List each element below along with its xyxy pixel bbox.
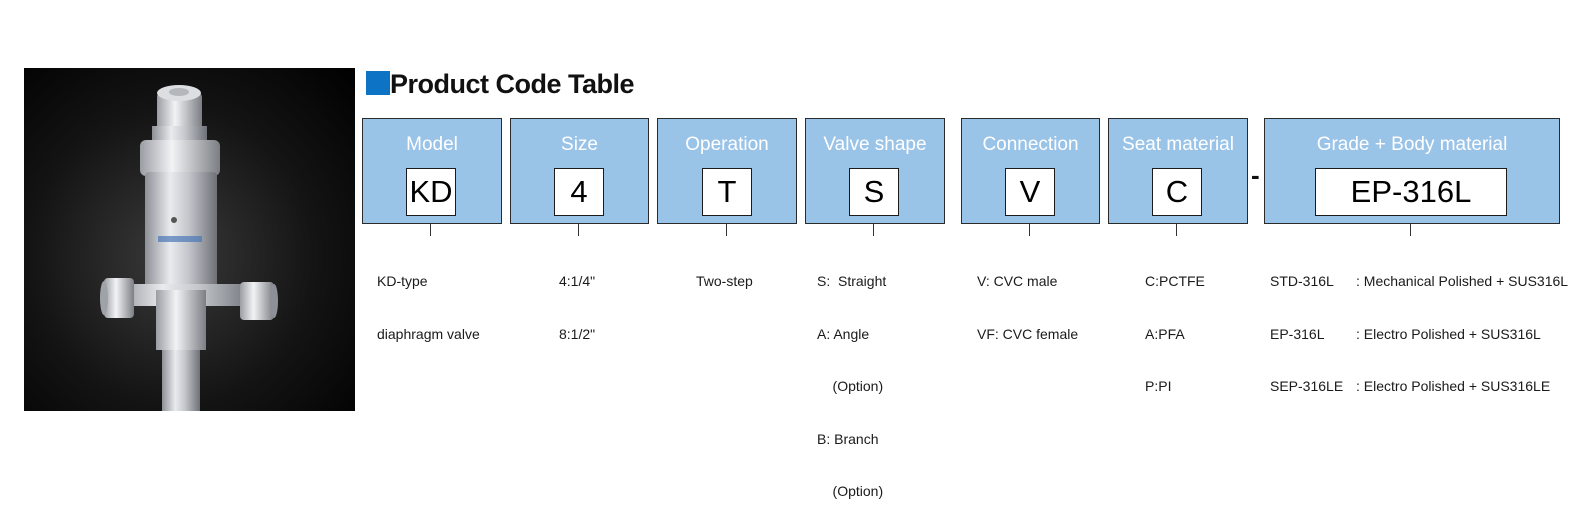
option-line: S: Straight xyxy=(817,273,887,289)
option-line: B: Branch xyxy=(817,430,879,447)
field-header-seat-material: Seat material xyxy=(1122,134,1234,155)
field-box-operation: Operation T xyxy=(657,118,797,224)
option-line: KD-type xyxy=(377,273,428,289)
field-connector xyxy=(430,224,431,236)
page-title: Product Code Table xyxy=(390,69,635,99)
field-code-seat-material: C xyxy=(1152,168,1202,216)
grade-option-row: STD-316L : Mechanical Polished + SUS316L xyxy=(1270,273,1568,291)
field-options-grade-body: STD-316L: Mechanical Polished + SUS316L … xyxy=(1270,238,1568,413)
field-options-model: KD-type diaphragm valve xyxy=(377,238,480,361)
field-header-grade-body: Grade + Body material xyxy=(1316,134,1508,155)
field-connector xyxy=(873,224,874,236)
option-line: (Option) xyxy=(817,378,884,394)
field-connector xyxy=(1029,224,1030,236)
field-box-grade-body: Grade + Body material EP-316L xyxy=(1264,118,1560,224)
field-code-valve-shape: S xyxy=(849,168,899,216)
option-line: 8:1/2" xyxy=(559,325,596,342)
option-line: A:PFA xyxy=(1145,325,1185,342)
field-code-model: KD xyxy=(406,168,456,216)
option-line: V: CVC male xyxy=(977,273,1058,289)
field-connector xyxy=(578,224,579,236)
field-code-grade-body: EP-316L xyxy=(1315,168,1507,216)
title-marker xyxy=(366,71,390,95)
code-separator: - xyxy=(1251,160,1260,190)
option-line: P:PI xyxy=(1145,378,1172,394)
option-line: Two-step xyxy=(696,273,753,289)
grade-description: : Electro Polished + SUS316L xyxy=(1356,325,1541,342)
field-box-seat-material: Seat material C xyxy=(1108,118,1248,224)
field-header-operation: Operation xyxy=(685,134,769,155)
field-options-seat-material: C:PCTFE A:PFA P:PI xyxy=(1145,238,1205,413)
option-line: VF: CVC female xyxy=(977,325,1079,342)
field-header-model: Model xyxy=(406,134,458,155)
field-header-valve-shape: Valve shape xyxy=(823,134,927,155)
grade-option-row: EP-316L : Electro Polished + SUS316L xyxy=(1270,326,1568,344)
option-line: C:PCTFE xyxy=(1145,273,1205,289)
field-header-size: Size xyxy=(561,134,598,155)
grade-description: : Mechanical Polished + SUS316L xyxy=(1356,273,1569,289)
field-connector xyxy=(726,224,727,236)
option-line: A: Angle xyxy=(817,325,870,342)
grade-option-row: SEP-316LE : Electro Polished + SUS316LE xyxy=(1270,378,1568,396)
diaphragm-valve-image xyxy=(100,85,278,411)
field-code-operation: T xyxy=(702,168,752,216)
field-box-size: Size 4 xyxy=(510,118,649,224)
field-options-operation: Two-step xyxy=(696,238,753,308)
grade-code: STD-316L xyxy=(1270,273,1334,289)
field-options-size: 4:1/4" 8:1/2" xyxy=(559,238,595,361)
field-header-connection: Connection xyxy=(982,134,1079,155)
field-box-connection: Connection V xyxy=(961,118,1100,224)
field-box-model: Model KD xyxy=(362,118,502,224)
field-connector xyxy=(1176,224,1177,236)
grade-description: : Electro Polished + SUS316LE xyxy=(1356,378,1551,394)
grade-code: EP-316L xyxy=(1270,325,1325,342)
field-connector xyxy=(1410,224,1411,236)
option-line: 4:1/4" xyxy=(559,273,596,289)
option-line: diaphragm valve xyxy=(377,325,480,342)
option-line: (Option) xyxy=(817,483,884,499)
field-code-connection: V xyxy=(1005,168,1055,216)
field-options-connection: V: CVC male VF: CVC female xyxy=(977,238,1078,361)
product-photo xyxy=(24,68,355,411)
field-box-valve-shape: Valve shape S xyxy=(805,118,945,224)
field-options-valve-shape: S: Straight A: Angle (Option) B: Branch … xyxy=(817,238,886,518)
grade-code: SEP-316LE xyxy=(1270,378,1344,394)
field-code-size: 4 xyxy=(554,168,604,216)
